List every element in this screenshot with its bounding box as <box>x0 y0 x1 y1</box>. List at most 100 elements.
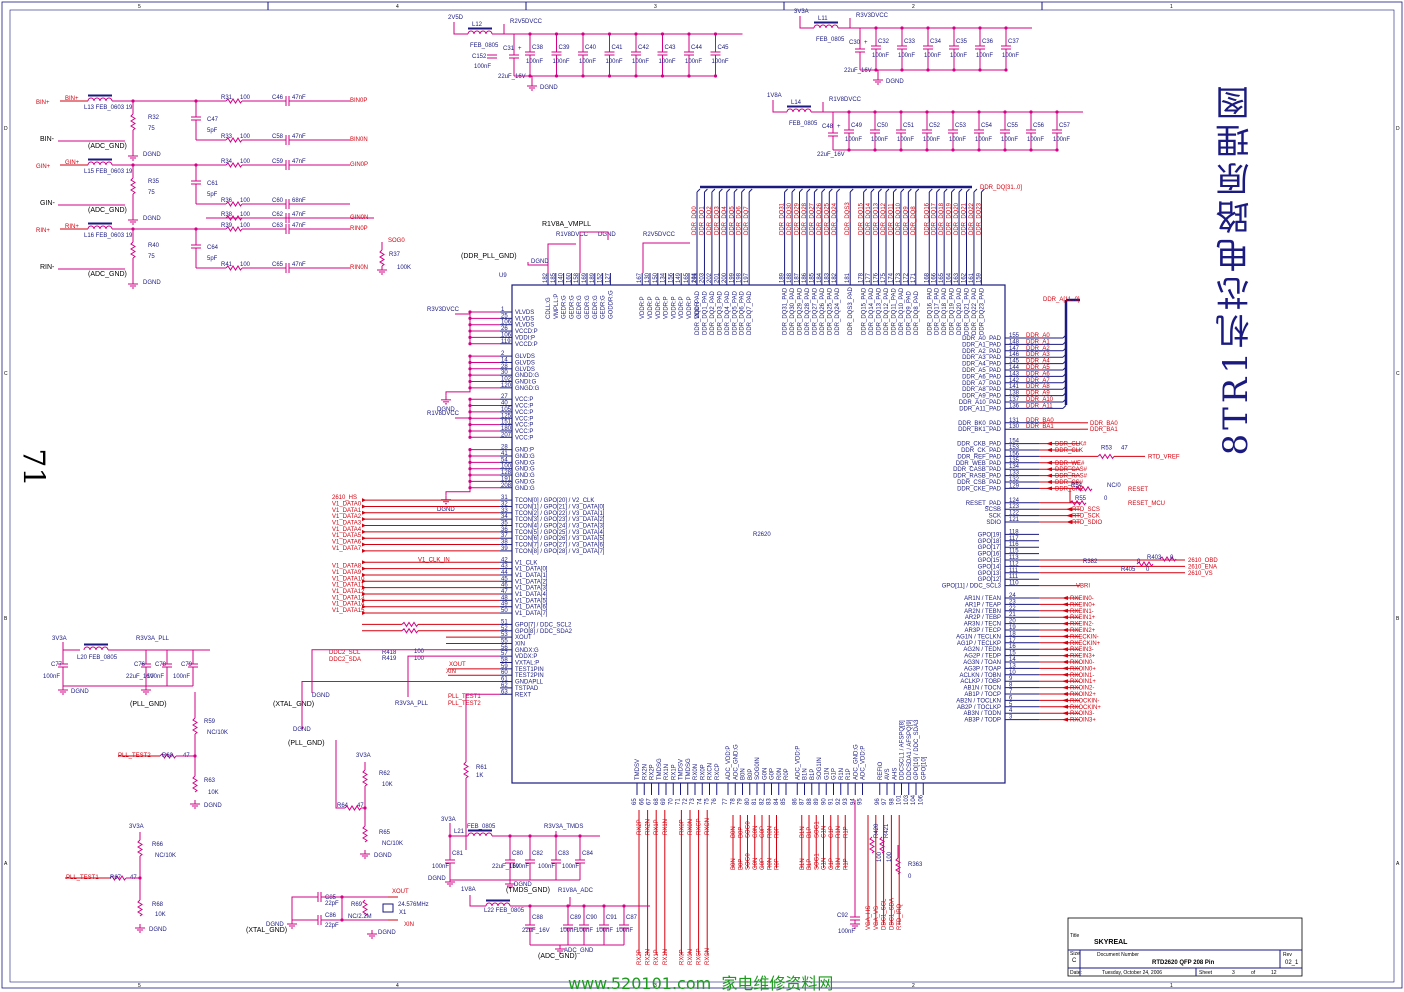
ic-pin-name: DDR_DQ12_PAD <box>884 287 890 335</box>
date-label: Date: <box>1070 970 1082 976</box>
ic-pin-number: 185 <box>551 272 557 283</box>
ic-pin-number: 104 <box>911 794 917 805</box>
net-label: B0N <box>731 858 737 870</box>
value: 100nF <box>512 864 529 870</box>
ic-pin-number: 56 <box>501 645 508 651</box>
ic-pin-name: TEST2PIN <box>515 673 544 679</box>
refdes: C48 <box>822 124 834 130</box>
refdes: C41 <box>612 45 624 51</box>
ic-pin-number: 26 <box>501 326 508 332</box>
watermark: www.520101.com 家电维修资料网 <box>568 974 834 992</box>
ic-pin-name: V1_DATA[7] <box>515 611 548 617</box>
junction-dot <box>468 373 472 377</box>
net-label: PLL_TEST1 <box>66 875 99 881</box>
bus-entry <box>806 188 811 193</box>
refdes: C82 <box>532 851 544 857</box>
net-label: V1_DATA0 <box>332 501 362 507</box>
junction-dot <box>468 473 472 477</box>
ic-pin-name: DDR_DQ28_PAD <box>805 287 811 335</box>
bus-entry <box>915 188 920 193</box>
junction-dot <box>660 32 665 36</box>
value: 100 <box>887 851 893 862</box>
power-rail <box>455 399 471 419</box>
resistor-r63 <box>192 775 198 793</box>
ic-pin-number: 121 <box>1009 517 1020 523</box>
net-label: RXCN <box>705 948 711 965</box>
ic-pin-number: 52 <box>501 626 508 632</box>
ic-pin-number: 148 <box>1009 339 1020 345</box>
ic-pin-number: 176 <box>874 272 880 283</box>
ic-pin-number: 169 <box>582 272 588 283</box>
junction-dot <box>713 32 718 36</box>
ground-label: DGND <box>437 507 455 513</box>
ic-pin-number: 110 <box>1009 581 1019 587</box>
wire <box>291 896 318 916</box>
ic-pin-number: 186 <box>802 272 808 283</box>
ic-pin-name: V1_DATA[0] <box>515 567 548 573</box>
ground-wire <box>301 681 500 729</box>
ic-pin-name: ADC_GND:G <box>733 744 739 780</box>
net-label: DDR_DQ4 <box>722 206 728 235</box>
refdes: C53 <box>955 123 967 129</box>
ic-pin-name: VCC:P <box>515 435 533 441</box>
net-label: RX2P <box>637 949 643 965</box>
ic-pin-name: TCON[8] / GPO[28] / V3_DATA[7] <box>515 549 605 555</box>
net-label: RTD_SCS <box>1072 507 1100 513</box>
bus-entry <box>1062 379 1067 384</box>
ic-pin-name: DDCSDA1 / AFSPQ[9] <box>907 719 913 780</box>
net-arrow <box>362 504 366 509</box>
value: 100 <box>877 851 883 862</box>
ic-pin-name: XIN <box>515 641 525 647</box>
ic-pin-number: 201 <box>714 272 720 283</box>
ic-pin-number: 204 <box>692 272 698 283</box>
refdes: C88 <box>532 915 544 921</box>
refdes: C36 <box>982 39 994 45</box>
ic-pin-name: R0P <box>784 768 790 780</box>
net-label: BIN+ <box>65 96 79 102</box>
ic-pin-number: 83 <box>767 798 773 805</box>
refdes: C78 <box>155 662 167 668</box>
ic-pin-number: 171 <box>911 272 917 283</box>
net-label: DDR_DQ21 <box>962 202 968 235</box>
net-label: V1_DATA15 <box>332 608 365 614</box>
ic-pin-name: GPO[10] <box>921 756 927 780</box>
ic-pin-number: 67 <box>647 798 653 805</box>
power-net-label: R1V8DVCC <box>427 411 460 417</box>
ic-pin-number: 13 <box>1009 663 1016 669</box>
ic-pin-name: DDR_DQ19_PAD <box>950 287 956 335</box>
ic-pin-number: 75 <box>705 798 711 805</box>
refdes: R54 <box>1071 483 1083 489</box>
ground-label: DGND <box>428 876 446 882</box>
net-label: SOG0 <box>746 853 752 870</box>
power-source-label: 3V3A <box>441 817 456 823</box>
power-net-label: R3V3A_PLL <box>136 636 170 642</box>
ic-pin-name: R1N <box>839 768 845 780</box>
ic-pin-number: 73 <box>690 798 696 805</box>
ic-pin-number: 130 <box>645 272 651 283</box>
ic-pin-name: RX2P <box>650 764 656 780</box>
ic-pin-name: AB2N / TOCLKN <box>956 698 1001 704</box>
ic-pin-number: 86 <box>792 798 798 805</box>
net-label: VGA_HS <box>866 906 872 930</box>
net-arrow <box>362 598 366 603</box>
value: 100nF <box>949 137 966 143</box>
ic-pin-name: DDR_A3_PAD <box>962 355 1002 361</box>
polarity: + <box>518 46 522 52</box>
wire <box>469 895 486 907</box>
ic-pin-name: GND:G <box>515 460 535 466</box>
chinese-title: 8TR1机芯电路原理图 <box>1216 82 1256 456</box>
net-label: V1_DATA12 <box>332 589 365 595</box>
ic-pin-number: 85 <box>781 798 787 805</box>
ic-pin-name: DDR_WEB_PAD <box>956 461 1002 467</box>
net-label: DDR_DQ24 <box>832 202 838 235</box>
net-label: G0N <box>753 826 759 838</box>
ic-pin-name: DDR_DQ5_PAD <box>732 290 738 335</box>
return-net-label: BIN- <box>40 136 55 143</box>
ic-pin-name: DDR_DQ18_PAD <box>942 287 948 335</box>
net-label: RXOIN2+ <box>1070 692 1096 698</box>
value: 100nF <box>1027 137 1044 143</box>
value: 75 <box>148 190 155 196</box>
ic-pin-number: 58 <box>501 658 508 664</box>
ic-pin-number: 63 <box>501 689 508 695</box>
power-source-label: 3V3A <box>129 824 144 830</box>
